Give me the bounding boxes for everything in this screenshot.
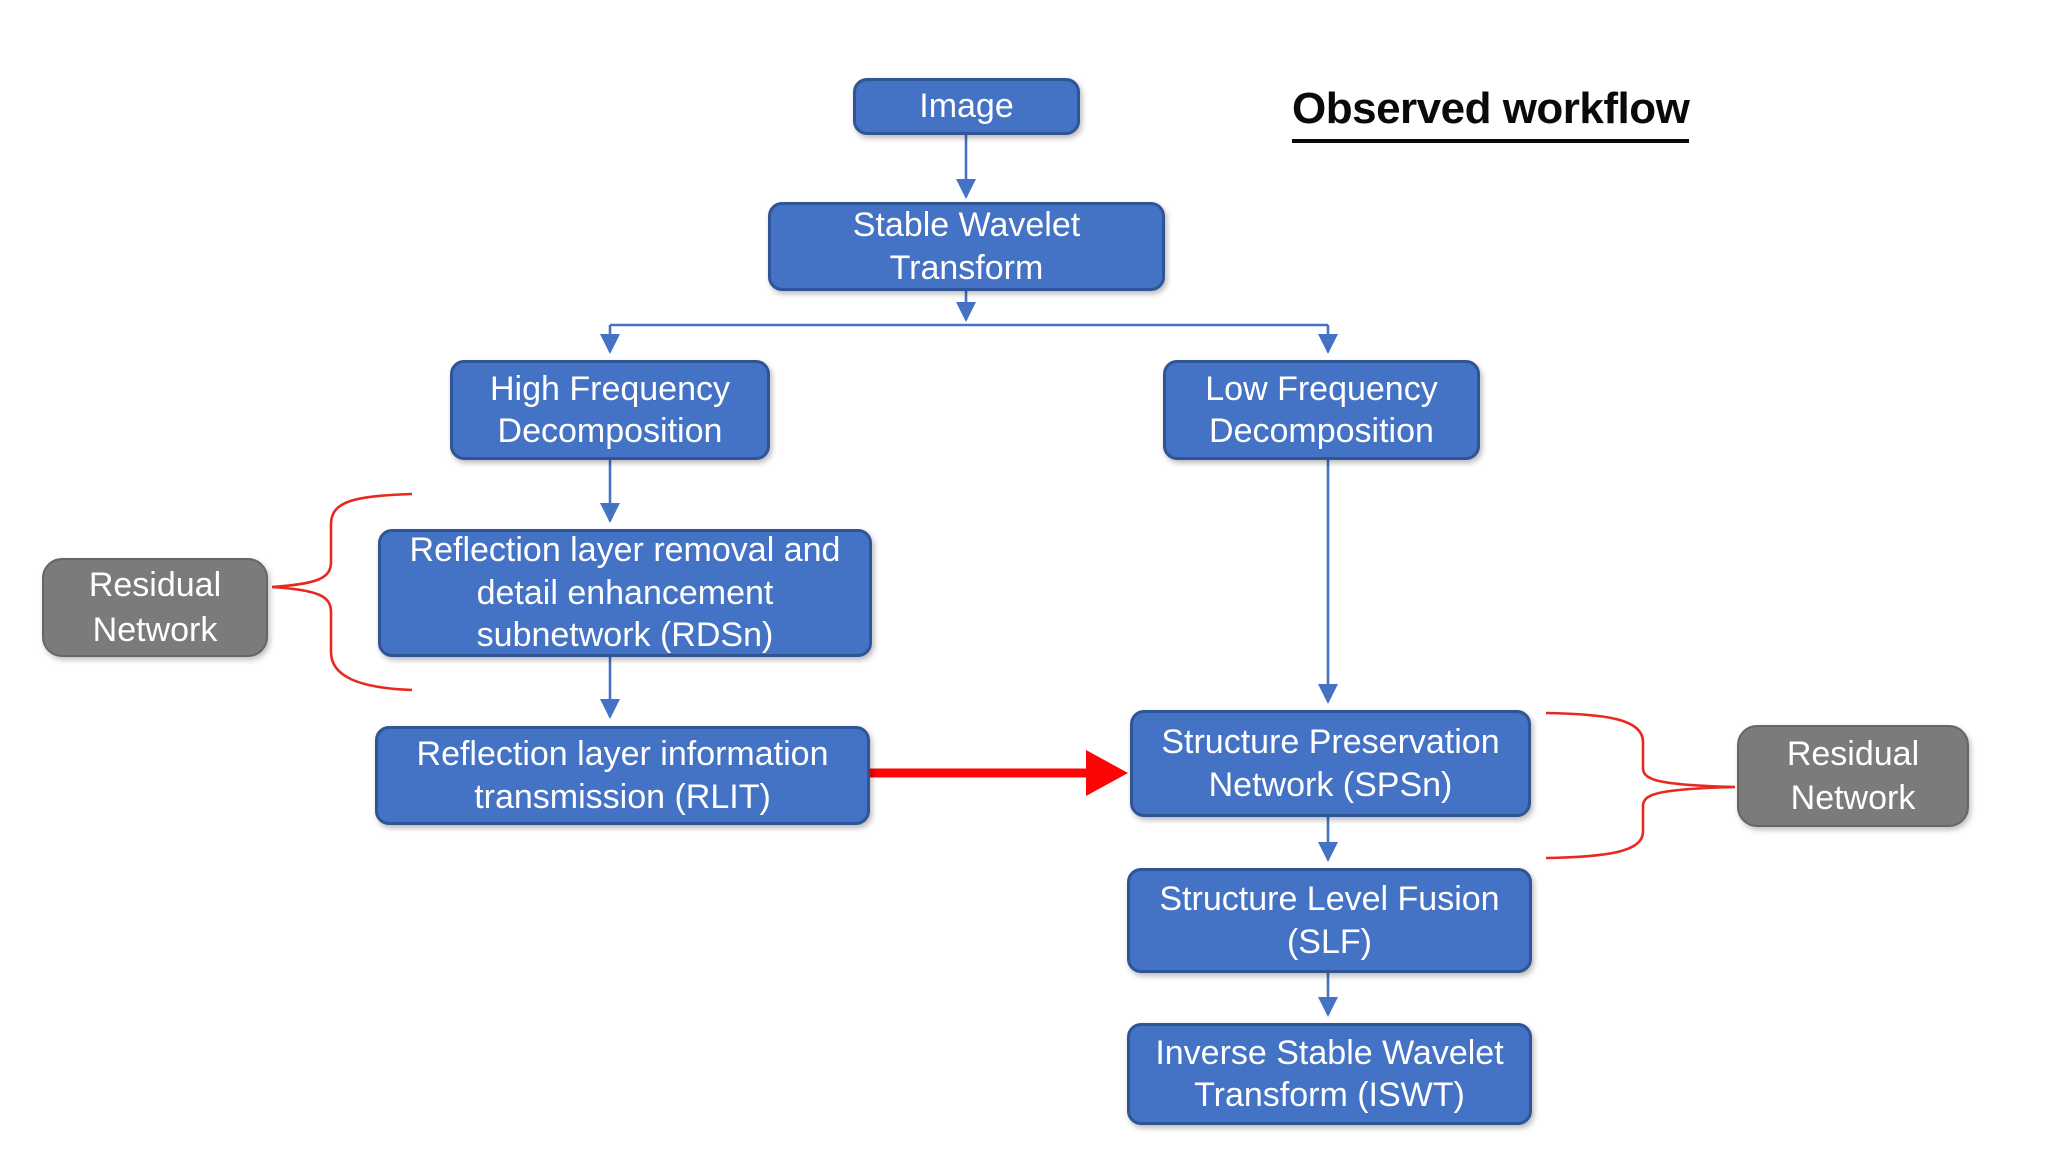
node-residual-network-left: Residual Network (42, 558, 268, 657)
node-stable-wavelet-transform: Stable Wavelet Transform (768, 202, 1165, 291)
node-iswt: Inverse Stable Wavelet Transform (ISWT) (1127, 1023, 1532, 1125)
node-slf: Structure Level Fusion (SLF) (1127, 868, 1532, 973)
blue-connectors (600, 135, 1338, 1017)
node-spsn: Structure Preservation Network (SPSn) (1130, 710, 1531, 817)
right-brace (1545, 711, 1736, 860)
red-arrow-head (1086, 750, 1128, 796)
node-residual-network-right: Residual Network (1737, 725, 1969, 827)
node-rlit: Reflection layer information transmissio… (375, 726, 870, 825)
residual-braces (271, 492, 1736, 860)
node-low-frequency-decomposition: Low Frequency Decomposition (1163, 360, 1480, 460)
node-image: Image (853, 78, 1080, 135)
diagram-title: Observed workflow (1292, 84, 1690, 143)
left-brace (271, 492, 413, 692)
red-arrow-rlit-to-spsn (870, 750, 1128, 796)
node-high-frequency-decomposition: High Frequency Decomposition (450, 360, 770, 460)
node-rdsn: Reflection layer removal and detail enha… (378, 529, 872, 657)
